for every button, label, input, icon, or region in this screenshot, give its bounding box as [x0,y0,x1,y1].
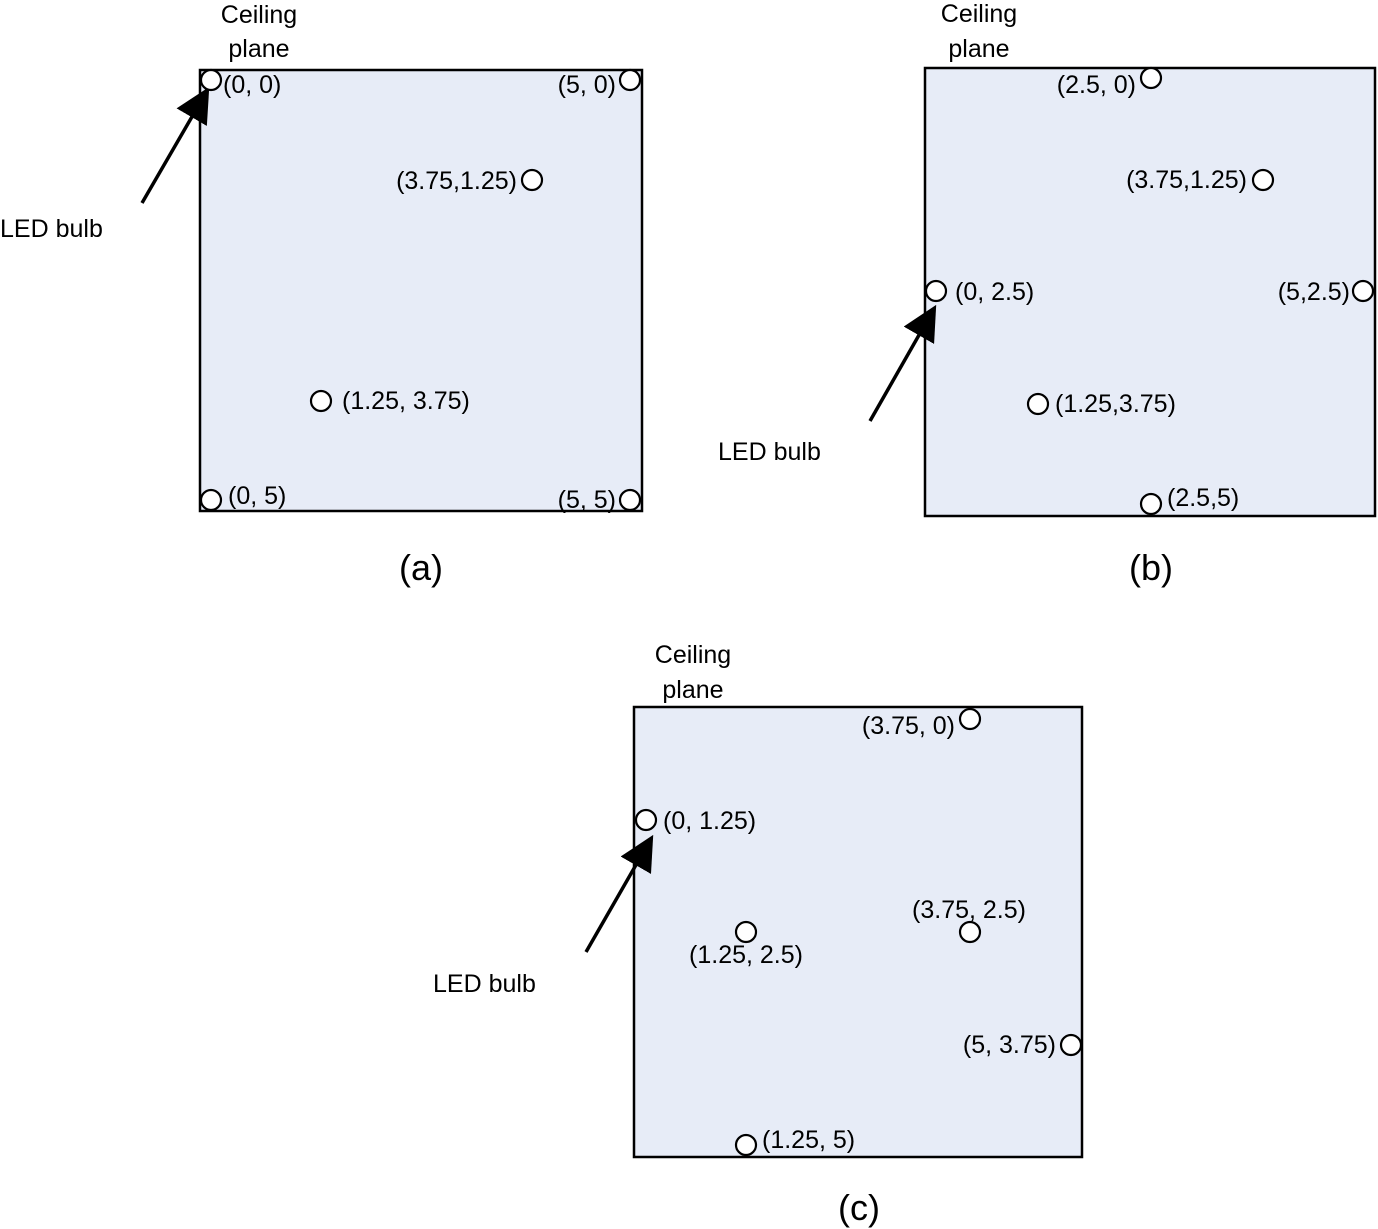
led-pointer-arrow [584,834,654,953]
bulb-coordinate-label: (0, 1.25) [663,807,756,835]
bulb-coordinate-label: (0, 2.5) [955,278,1034,306]
bulb-coordinate-label: (1.25,3.75) [1055,390,1176,418]
led-bulb [309,389,333,413]
panel-caption: (b) [1129,547,1173,588]
led-bulb [1059,1033,1083,1057]
led-bulb [1351,279,1375,303]
plane-label: plane [948,35,1009,63]
ceiling-plane-rect [923,66,1377,518]
led-bulb-label: LED bulb [718,438,821,466]
bulb-coordinate-label: (0, 0) [223,71,281,99]
led-bulb [958,707,982,731]
led-bulb [1026,392,1050,416]
led-pointer-arrow [140,86,210,204]
led-bulb [958,920,982,944]
panel-b: Ceiling plane LED bulb (2.5, 0) (3.75,1.… [718,0,1377,588]
led-bulb [734,920,758,944]
led-bulb [734,1133,758,1157]
led-bulb [634,808,658,832]
ceiling-label: Ceiling [221,1,297,29]
led-bulb [924,279,948,303]
led-pointer-arrow [868,304,937,422]
panel-caption: (a) [399,547,443,588]
bulb-coordinate-label: (5,2.5) [1278,278,1350,306]
led-bulb-label: LED bulb [0,215,103,243]
bulb-coordinate-label: (2.5,5) [1167,484,1239,512]
led-bulb [618,68,642,92]
ceiling-plane-rect [632,705,1084,1159]
led-bulb [1139,492,1163,516]
bulb-coordinate-label: (5, 0) [558,71,616,99]
led-bulb [199,68,223,92]
bulb-coordinate-label: (3.75, 0) [862,712,955,740]
panel-a: Ceiling plane LED bulb (0, 0) (5, 0) (3.… [0,1,644,588]
led-bulb [618,488,642,512]
bulb-coordinate-label: (3.75,1.25) [1126,166,1247,194]
bulb-coordinate-label: (0, 5) [228,482,286,510]
bulb-coordinate-label: (3.75, 2.5) [912,896,1026,924]
led-bulb-label: LED bulb [433,970,536,998]
bulb-coordinate-label: (3.75,1.25) [396,167,517,195]
bulb-coordinate-label: (1.25, 5) [762,1126,855,1154]
led-bulb [520,168,544,192]
led-bulb [1139,66,1163,90]
bulb-coordinate-label: (1.25, 3.75) [342,387,470,415]
panel-c: Ceiling plane LED bulb (3.75, 0) (0, 1.2… [433,641,1084,1228]
bulb-coordinate-label: (2.5, 0) [1057,71,1136,99]
ceiling-plane-rect [198,68,644,513]
led-bulb [1251,168,1275,192]
bulb-coordinate-label: (1.25, 2.5) [689,941,803,969]
plane-label: plane [228,35,289,63]
plane-label: plane [662,676,723,704]
ceiling-label: Ceiling [941,0,1017,28]
ceiling-label: Ceiling [655,641,731,669]
led-bulb [199,488,223,512]
bulb-coordinate-label: (5, 5) [558,486,616,514]
panel-caption: (c) [838,1187,880,1228]
bulb-coordinate-label: (5, 3.75) [963,1031,1056,1059]
